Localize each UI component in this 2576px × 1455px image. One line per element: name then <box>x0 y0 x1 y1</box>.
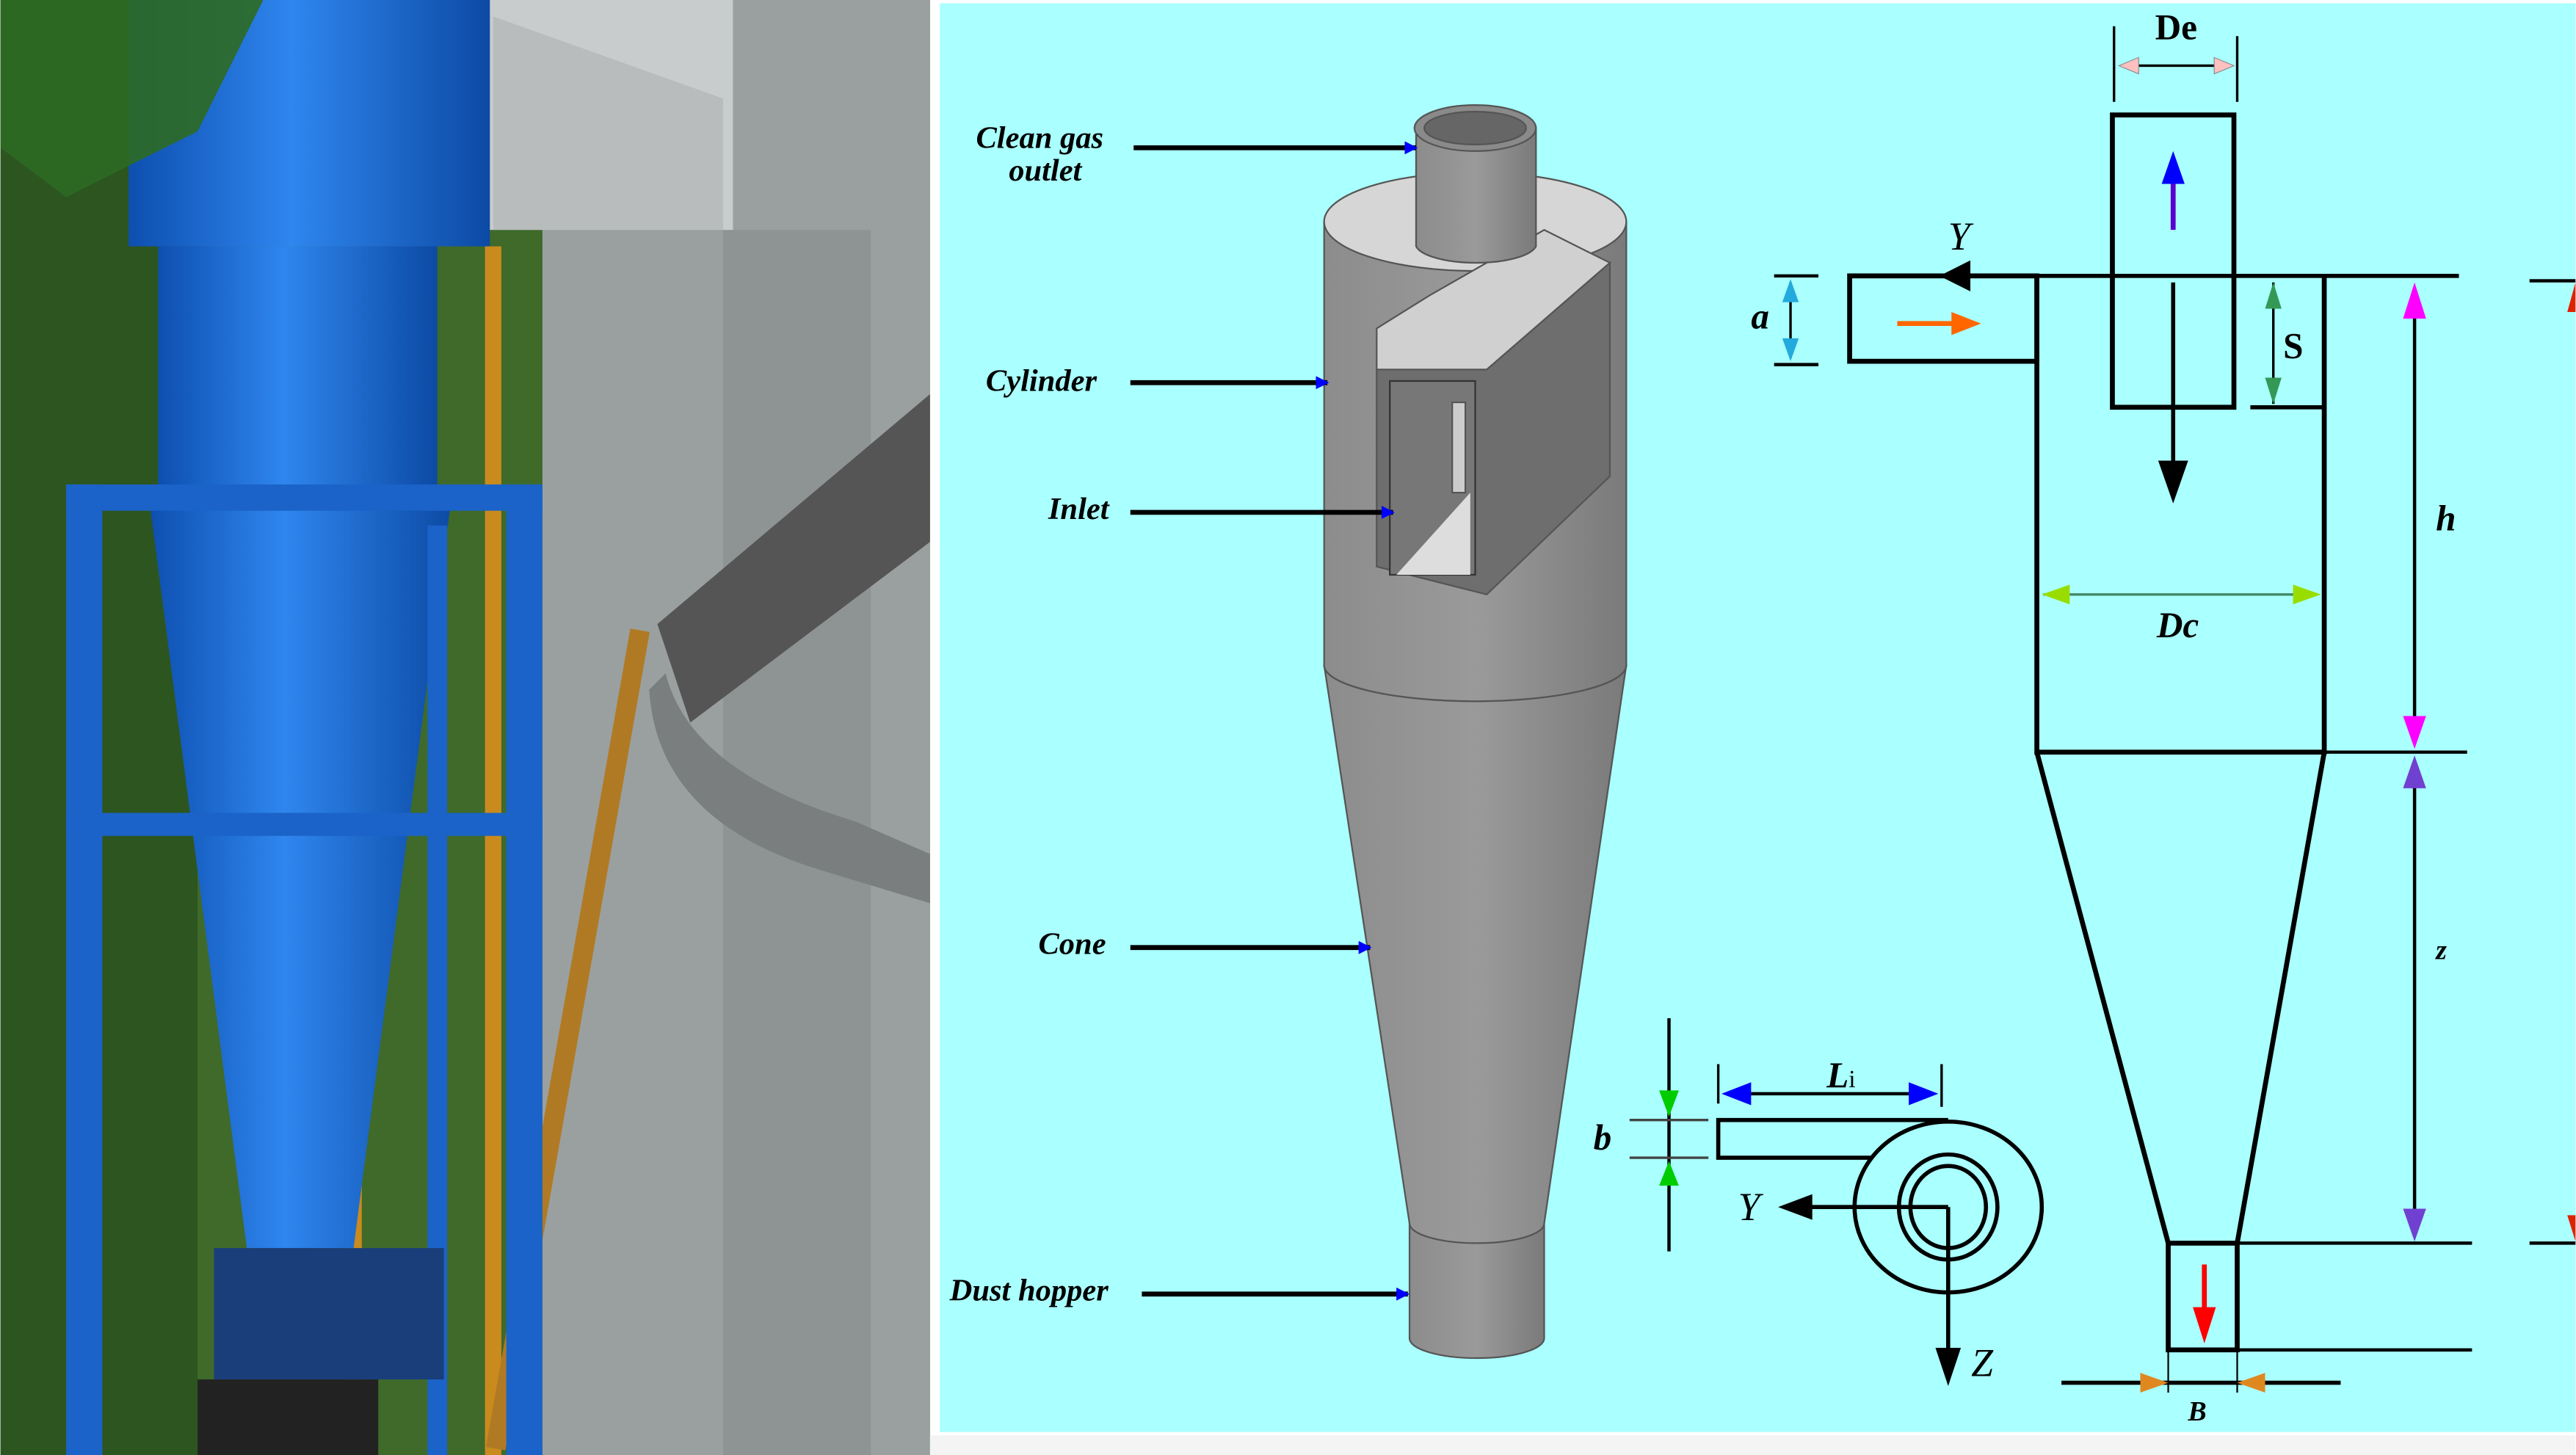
label-cylinder: Cylinder <box>986 363 1097 398</box>
label-inlet: Inlet <box>1048 492 1110 526</box>
dim-h: h <box>2436 498 2456 539</box>
dim-B: B <box>2187 1396 2206 1427</box>
cyclone-top-view <box>1629 1017 2045 1386</box>
dim-s: S <box>2283 326 2303 366</box>
cyclone-3d-model <box>1323 104 1628 1360</box>
label-cone: Cone <box>1038 927 1106 962</box>
dim-z: z <box>2434 935 2447 965</box>
dimension-labels: De a S Dc h z B b Li Y Y Z <box>1594 7 2456 1427</box>
cyclone-schematic <box>1774 26 2576 1393</box>
dim-a: a <box>1751 296 1769 336</box>
dim-De: De <box>2155 7 2197 48</box>
axis-y-side: Y <box>1738 1185 1763 1229</box>
dim-b: b <box>1594 1117 1612 1158</box>
part-labels: Clean gas outlet Cylinder Inlet Cone Dus… <box>949 120 1418 1308</box>
dim-Dc: Dc <box>2156 605 2199 645</box>
label-dust-hopper: Dust hopper <box>949 1274 1109 1308</box>
cyclone-photo <box>0 0 930 1455</box>
dim-Li: Li <box>1826 1055 1855 1095</box>
label-clean-gas-outlet-line2: outlet <box>1009 153 1082 188</box>
diagram-panel <box>940 3 2576 1432</box>
axis-z-side: Z <box>1971 1341 1994 1385</box>
label-clean-gas-outlet: Clean gas <box>976 120 1103 155</box>
axis-y-top: Y <box>1948 214 1974 258</box>
